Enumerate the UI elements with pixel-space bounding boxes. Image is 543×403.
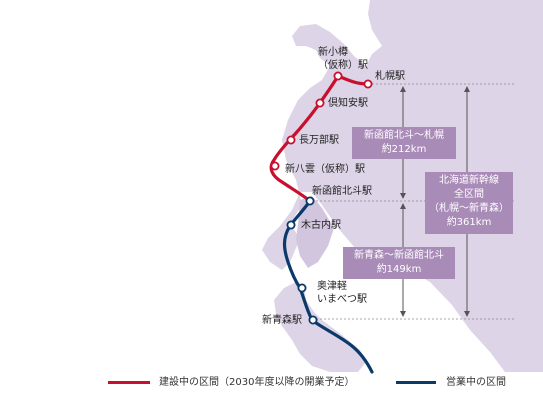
station-marker-shin-otaru (333, 71, 343, 81)
station-marker-kutchan (315, 98, 325, 108)
segment-total-sub: 全区間 (454, 189, 484, 200)
station-label-shin-aomori: 新青森駅 (262, 314, 302, 327)
station-marker-shin-aomori (308, 315, 318, 325)
station-name-shin-hakodate-hokuto: 新函館北斗駅 (312, 186, 372, 197)
station-marker-oshamambe (286, 135, 296, 145)
segment-operating-name: 新青森〜新函館北斗 (354, 250, 444, 261)
station-name-shin-aomori: 新青森駅 (262, 315, 302, 326)
station-name-oshamambe: 長万部駅 (299, 135, 339, 146)
segment-box-construction: 新函館北斗〜札幌 約212km (352, 127, 456, 159)
station-label-sapporo: 札幌駅 (375, 70, 405, 83)
station-label-kikonai: 木古内駅 (301, 219, 341, 232)
station-name-sapporo: 札幌駅 (375, 71, 405, 82)
station-name-okutsugaru-2: いまべつ駅 (317, 294, 367, 305)
segment-total-distance: 約361km (446, 217, 492, 228)
station-label-shin-hakodate-hokuto: 新函館北斗駅 (312, 185, 372, 198)
station-marker-okutsugaru (297, 283, 307, 293)
station-label-kutchan: 倶知安駅 (328, 97, 368, 110)
legend-swatch-construction (108, 381, 150, 384)
oshima-peninsula (296, 196, 334, 268)
station-name-shin-otaru-1: 新小樽 (318, 47, 348, 58)
legend-label-operating: 営業中の区間 (446, 377, 506, 388)
station-label-shin-otaru: 新小樽 （仮称）駅 (318, 46, 368, 72)
station-marker-kikonai (286, 220, 296, 230)
segment-box-total: 北海道新幹線 全区間 （札幌〜新青森） 約361km (425, 172, 513, 234)
station-name-okutsugaru-1: 奥津軽 (317, 281, 347, 292)
segment-construction-distance: 約212km (381, 144, 427, 155)
station-markers (270, 71, 373, 325)
station-name-kutchan: 倶知安駅 (328, 98, 368, 109)
station-label-shin-yakumo: 新八雲（仮称）駅 (285, 163, 365, 176)
station-name-kikonai: 木古内駅 (301, 220, 341, 231)
segment-total-name: 北海道新幹線 (439, 175, 499, 186)
station-name-shin-yakumo: 新八雲（仮称）駅 (285, 164, 365, 175)
legend-swatch-operating (396, 381, 436, 384)
station-marker-shin-yakumo (270, 161, 280, 171)
station-label-okutsugaru: 奥津軽 いまべつ駅 (317, 280, 367, 306)
station-marker-sapporo (363, 79, 373, 89)
station-marker-shin-hakodate-hokuto (305, 196, 315, 206)
segment-operating-distance: 約149km (376, 264, 422, 275)
station-label-oshamambe: 長万部駅 (299, 134, 339, 147)
segment-total-range: （札幌〜新青森） (429, 203, 509, 214)
station-name-shin-otaru-2: （仮称）駅 (318, 60, 368, 71)
segment-construction-name: 新函館北斗〜札幌 (364, 130, 444, 141)
legend-label-construction: 建設中の区間（2030年度以降の開業予定） (159, 377, 355, 388)
segment-box-operating: 新青森〜新函館北斗 約149km (343, 247, 455, 279)
